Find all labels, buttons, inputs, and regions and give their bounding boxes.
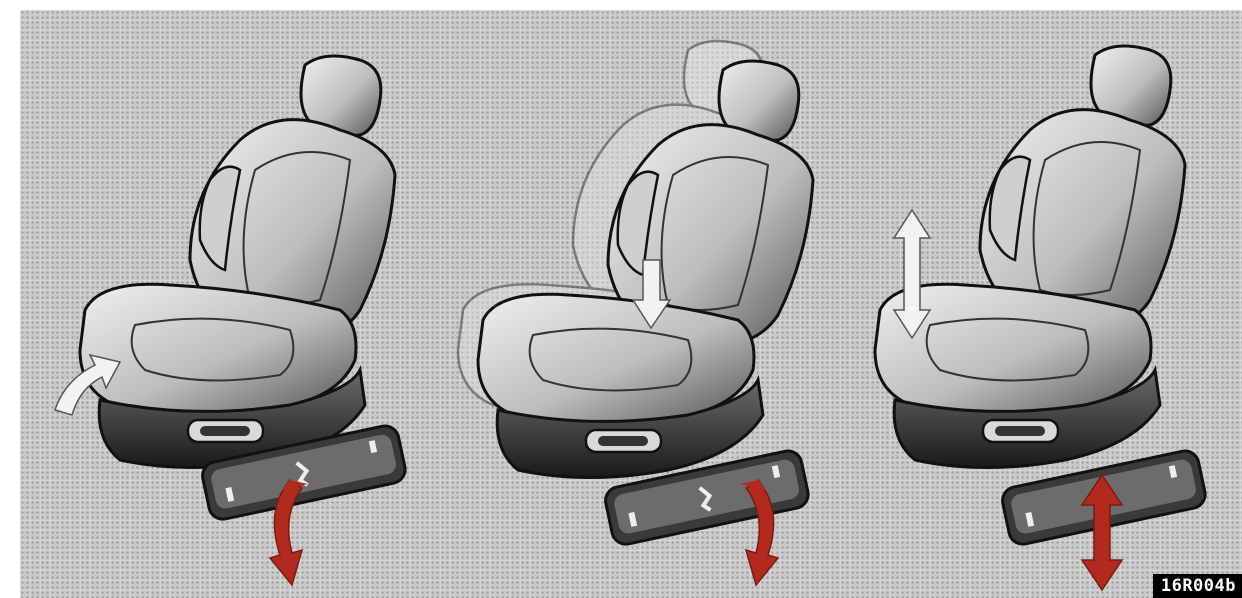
seat-cushion bbox=[478, 294, 754, 422]
seat-drawing-1 bbox=[40, 10, 420, 598]
seat-drawing-3 bbox=[850, 10, 1242, 598]
figure-code-label: 16R004b bbox=[1153, 574, 1242, 598]
height-motion-arrow bbox=[894, 210, 930, 338]
panel-seat-back-recline bbox=[438, 10, 838, 598]
seat-adjustment-illustration: 16R004b bbox=[20, 10, 1242, 598]
seat-cushion bbox=[80, 284, 356, 412]
seat-drawing-2 bbox=[438, 10, 838, 598]
panel-seat-cushion-tilt bbox=[40, 10, 420, 598]
panel-seat-height bbox=[850, 10, 1242, 598]
